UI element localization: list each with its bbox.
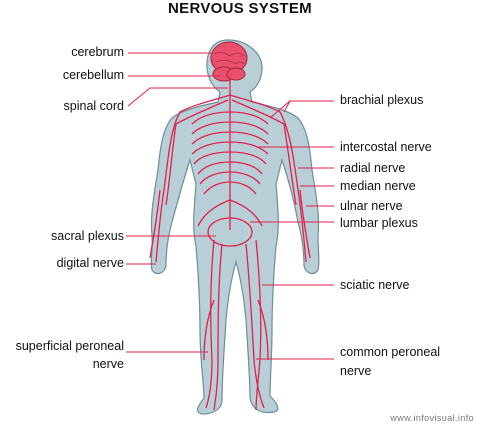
label-median-nerve: median nerve: [340, 179, 416, 193]
label-intercostal-nerve: intercostal nerve: [340, 140, 432, 154]
label-radial-nerve: radial nerve: [340, 161, 406, 175]
label-common-peroneal-line2: nerve: [340, 364, 372, 378]
label-ulnar-nerve: ulnar nerve: [340, 199, 403, 213]
label-lumbar-plexus: lumbar plexus: [340, 216, 418, 230]
label-brachial-plexus: brachial plexus: [340, 93, 424, 107]
label-digital-nerve: digital nerve: [56, 256, 124, 270]
label-cerebellum: cerebellum: [62, 68, 124, 82]
cerebrum-folds: [213, 52, 245, 65]
label-common-peroneal-line1: common peroneal: [340, 345, 441, 359]
label-superficial-peroneal-line1: superficial peroneal: [15, 339, 124, 353]
leader-brachial-plexus-2: [283, 100, 291, 113]
nerve-network: [149, 80, 311, 411]
label-superficial-peroneal-line2: nerve: [92, 357, 124, 371]
label-sacral-plexus: sacral plexus: [51, 229, 124, 243]
leader-lines: [126, 52, 334, 360]
diagram-title: NERVOUS SYSTEM: [168, 0, 312, 17]
label-spinal-cord: spinal cord: [63, 99, 124, 113]
leader-spinal-cord: [127, 87, 228, 107]
source-credit: www.infovisual.info: [390, 413, 474, 423]
label-cerebrum: cerebrum: [71, 45, 124, 59]
cerebellum-shape-right: [226, 67, 246, 81]
label-sciatic-nerve: sciatic nerve: [340, 278, 410, 292]
